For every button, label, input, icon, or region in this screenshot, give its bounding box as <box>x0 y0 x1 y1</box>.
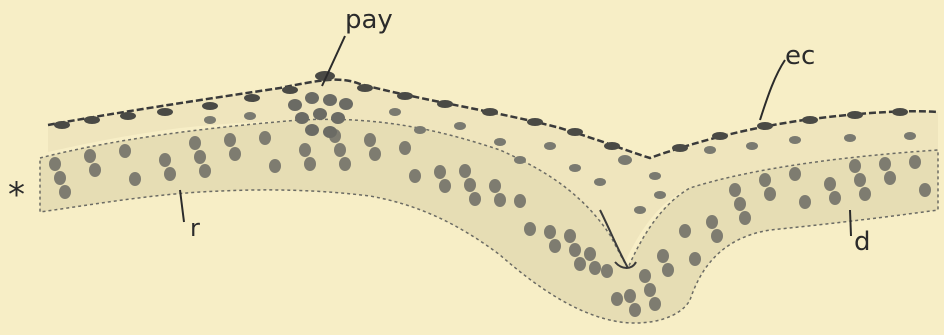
epithelium-nucleus <box>459 164 471 178</box>
epithelium-nucleus <box>657 249 669 263</box>
epithelium-nucleus <box>789 167 801 181</box>
epithelium-nucleus <box>884 171 896 185</box>
epithelium-nucleus <box>644 283 656 297</box>
epithelium-nucleus <box>799 195 811 209</box>
epithelium-nucleus <box>584 247 596 261</box>
epithelium-nucleus <box>679 224 691 238</box>
epithelium-nucleus <box>469 192 481 206</box>
epithelium-nucleus <box>199 164 211 178</box>
label-star: * <box>8 175 25 215</box>
epithelium-nucleus <box>569 243 581 257</box>
leader-d <box>850 210 851 236</box>
epithelium-nucleus <box>339 157 351 171</box>
epithelium-nucleus <box>729 183 741 197</box>
epithelium-nucleus <box>409 169 421 183</box>
epithelium-nucleus <box>489 179 501 193</box>
epithelium-nucleus <box>624 289 636 303</box>
epithelium-nucleus <box>706 215 718 229</box>
epithelium-nucleus <box>49 157 61 171</box>
epithelium-nucleus <box>859 187 871 201</box>
epithelium-nucleus <box>334 143 346 157</box>
epithelium-nucleus <box>364 133 376 147</box>
epithelium-nucleus <box>494 193 506 207</box>
epithelium-nucleus <box>739 211 751 225</box>
epithelium-nucleus <box>649 297 661 311</box>
epithelium-nucleus <box>759 173 771 187</box>
epithelium-nucleus <box>514 194 526 208</box>
epithelium-nucleus <box>611 292 623 306</box>
epithelium-nucleus <box>399 141 411 155</box>
epithelium-nucleus <box>544 225 556 239</box>
label-ec: ec <box>785 41 815 71</box>
epithelium-nucleus <box>159 153 171 167</box>
epithelium-nucleus <box>854 173 866 187</box>
epithelium-nucleus <box>119 144 131 158</box>
epithelium-nucleus <box>84 149 96 163</box>
label-d: d <box>854 227 871 257</box>
epithelium-nucleus <box>329 129 341 143</box>
epithelium-nucleus <box>59 185 71 199</box>
epithelium-nucleus <box>879 157 891 171</box>
epithelium-nucleus <box>304 157 316 171</box>
epithelium-nucleus <box>829 191 841 205</box>
epithelium-nucleus <box>711 229 723 243</box>
epithelium-nucleus <box>909 155 921 169</box>
epithelium-nucleus <box>189 136 201 150</box>
epithelium-nucleus <box>734 197 746 211</box>
epithelium-nucleus <box>919 183 931 197</box>
epithelium-nucleus <box>849 159 861 173</box>
epithelium-nucleus <box>639 269 651 283</box>
epithelium-nucleus <box>434 165 446 179</box>
epithelium-nucleus <box>229 147 241 161</box>
epithelium-nucleus <box>662 263 674 277</box>
epithelium-nucleus <box>224 133 236 147</box>
epithelium-nucleus <box>549 239 561 253</box>
epithelium-nucleus <box>824 177 836 191</box>
epithelium-nucleus <box>564 229 576 243</box>
epithelium-nucleus <box>269 159 281 173</box>
epithelium-nucleus <box>524 222 536 236</box>
label-r: r <box>190 214 200 242</box>
epithelium-nucleus <box>164 167 176 181</box>
epithelium-nucleus <box>629 303 641 317</box>
epithelium-nucleus <box>129 172 141 186</box>
epithelium-nucleus <box>194 150 206 164</box>
epithelium-nucleus <box>259 131 271 145</box>
epithelium-nucleus <box>54 171 66 185</box>
epithelium-nucleus <box>464 178 476 192</box>
epithelium-nucleus <box>439 179 451 193</box>
epithelium-nucleus <box>299 143 311 157</box>
epithelium-nucleus <box>89 163 101 177</box>
epithelium-nucleus <box>574 257 586 271</box>
epithelium-nucleus <box>589 261 601 275</box>
epithelium-nucleus <box>689 252 701 266</box>
label-pay: pay <box>345 5 393 35</box>
epithelium-nucleus <box>764 187 776 201</box>
epithelium-nucleus <box>369 147 381 161</box>
epithelium-nucleus <box>601 264 613 278</box>
